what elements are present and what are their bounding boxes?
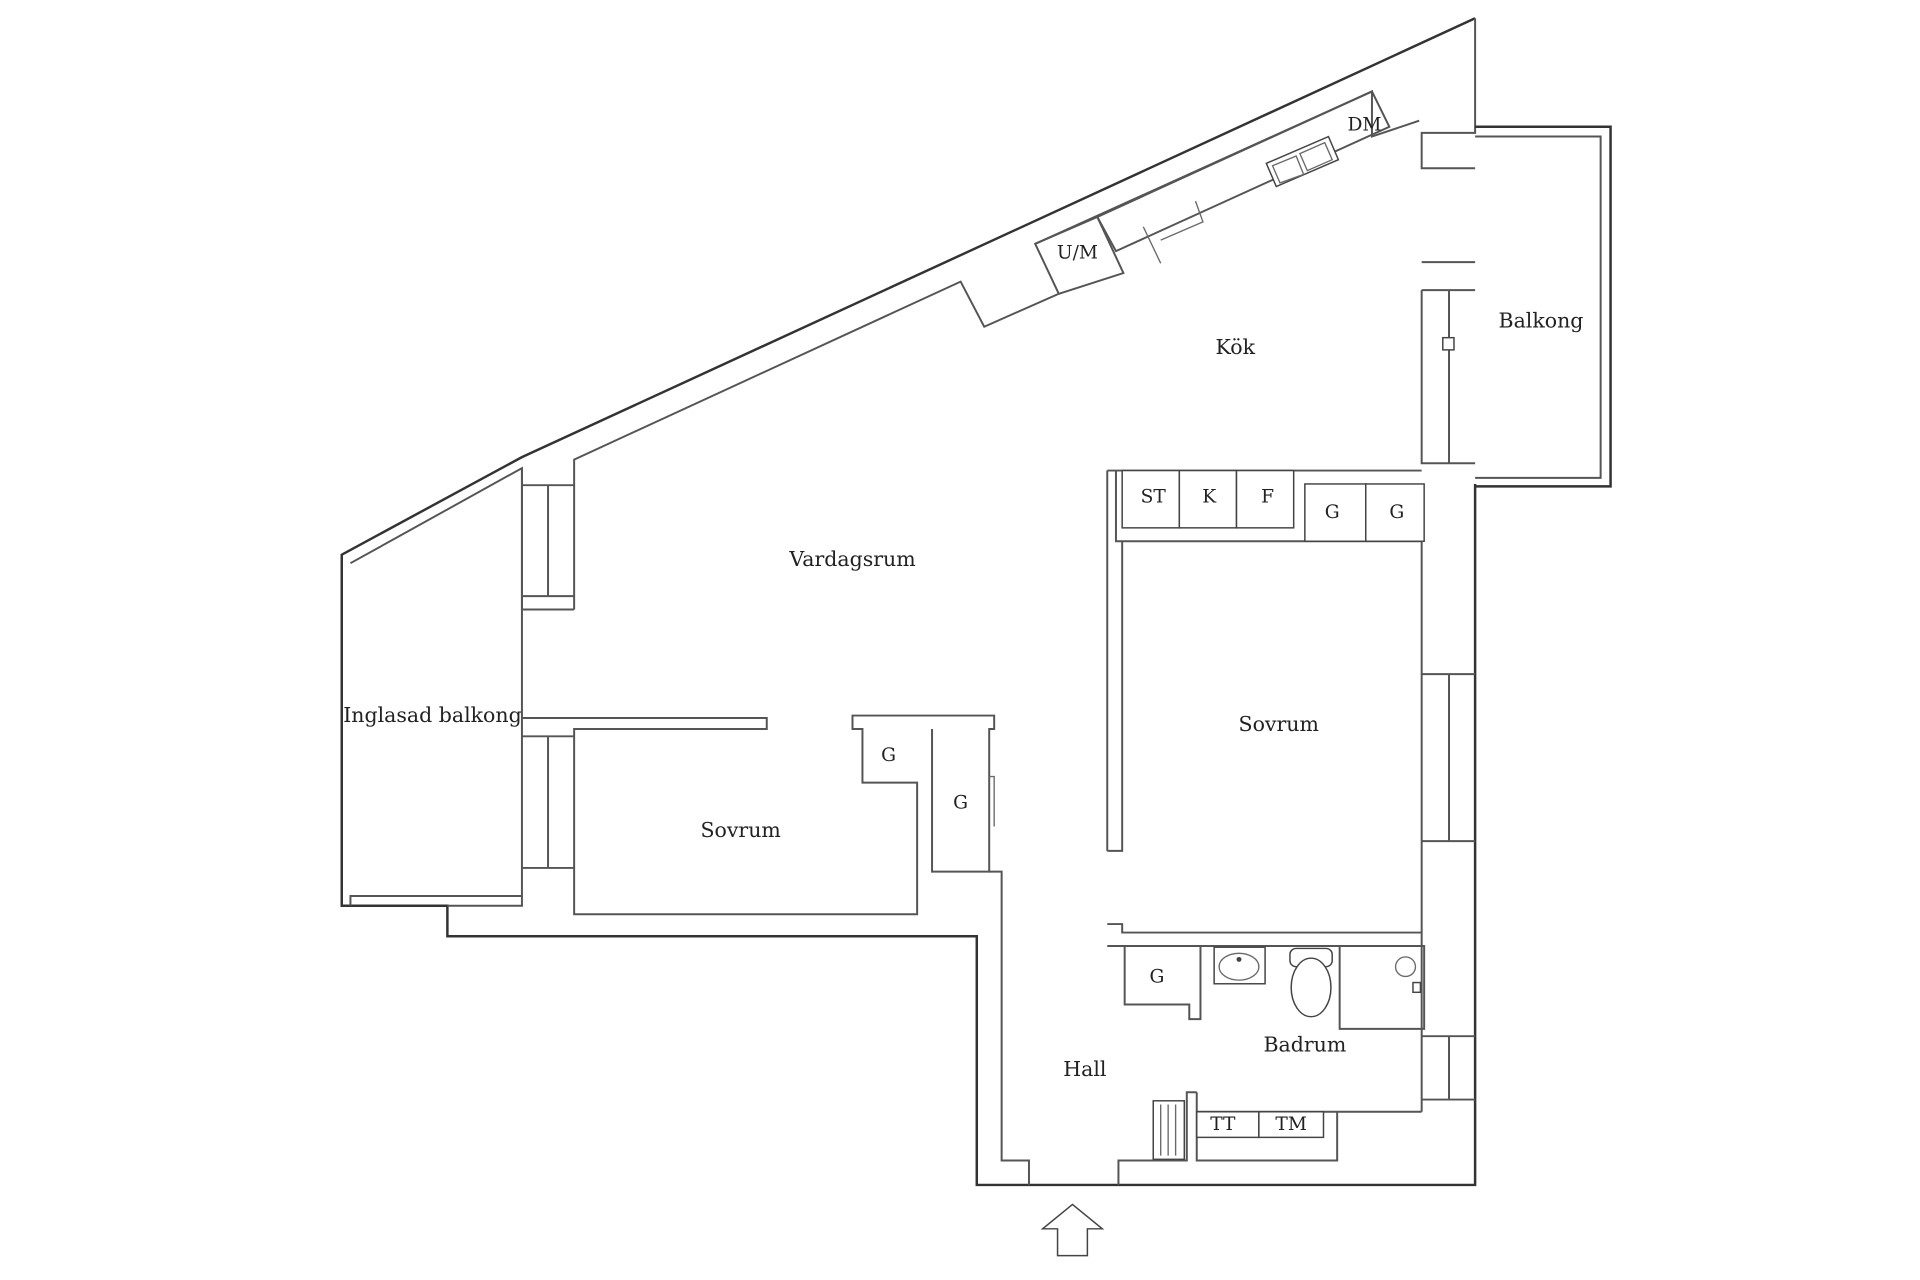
glazed-balcony-label: Inglasad balkong	[343, 703, 522, 727]
kitchen-label: Kök	[1216, 335, 1256, 359]
kitchen-sink-icon	[1265, 135, 1340, 188]
bedroom-left-label: Sovrum	[700, 818, 780, 842]
hall-label: Hall	[1063, 1057, 1106, 1081]
balcony	[1420, 125, 1612, 488]
wardrobe-kitchen-1-label: G	[1325, 502, 1340, 523]
unit-labels: DM U/M ST K F G G G G G TT TM	[881, 115, 1404, 1135]
bathroom-label: Badrum	[1263, 1033, 1346, 1057]
bedroom-right-walls	[1107, 541, 1476, 1112]
bathroom-walls	[1107, 945, 1476, 1185]
kitchen-appliances	[1106, 469, 1425, 852]
toilet-icon	[1289, 947, 1333, 1018]
tumble-dryer-label: TT	[1210, 1114, 1236, 1135]
sink-icon	[1213, 946, 1266, 985]
room-labels: Kök Balkong Vardagsrum Inglasad balkong …	[343, 308, 1583, 1080]
wardrobe-hall-label: G	[1150, 967, 1165, 988]
wardrobe-bedroom-left-1-label: G	[881, 745, 896, 766]
fridge-label: K	[1202, 486, 1217, 507]
wardrobe-kitchen-2-label: G	[1389, 502, 1404, 523]
wardrobe-bedroom-left-2-label: G	[953, 792, 968, 813]
shower-icon	[1338, 945, 1426, 1030]
entrance-arrow-icon	[1040, 1203, 1105, 1257]
microwave-label: U/M	[1057, 243, 1098, 264]
bedroom-left-walls	[447, 484, 1030, 1185]
kitchen-counter	[1034, 90, 1391, 295]
balcony-label: Balkong	[1499, 308, 1584, 332]
washing-machine-label: TM	[1275, 1114, 1307, 1135]
bedroom-right-label: Sovrum	[1239, 712, 1319, 736]
radiator-icon	[1152, 1100, 1186, 1161]
living-room-label: Vardagsrum	[788, 547, 915, 571]
freezer-label: F	[1261, 486, 1274, 507]
stove-label: ST	[1141, 486, 1167, 507]
dishwasher-label: DM	[1347, 115, 1381, 136]
outer-walls	[340, 17, 1477, 1187]
